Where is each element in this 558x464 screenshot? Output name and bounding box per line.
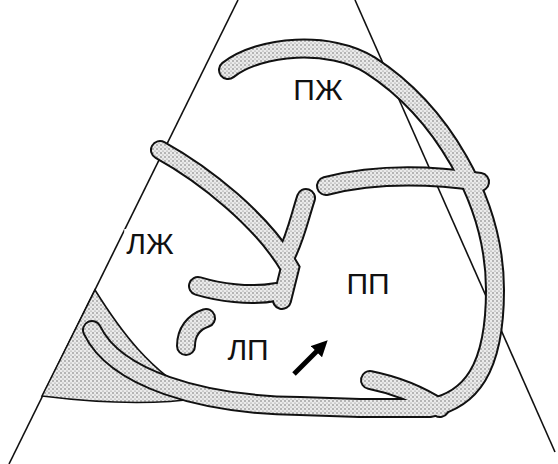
chamber-label: ПЖ — [291, 75, 344, 105]
chamber-label: ЛЖ — [124, 229, 175, 259]
chamber-label: ПП — [344, 269, 391, 299]
heart-walls — [92, 49, 495, 408]
flow-arrow — [294, 346, 322, 374]
chamber-label: ЛП — [225, 335, 270, 365]
sector-lines — [9, 0, 555, 464]
